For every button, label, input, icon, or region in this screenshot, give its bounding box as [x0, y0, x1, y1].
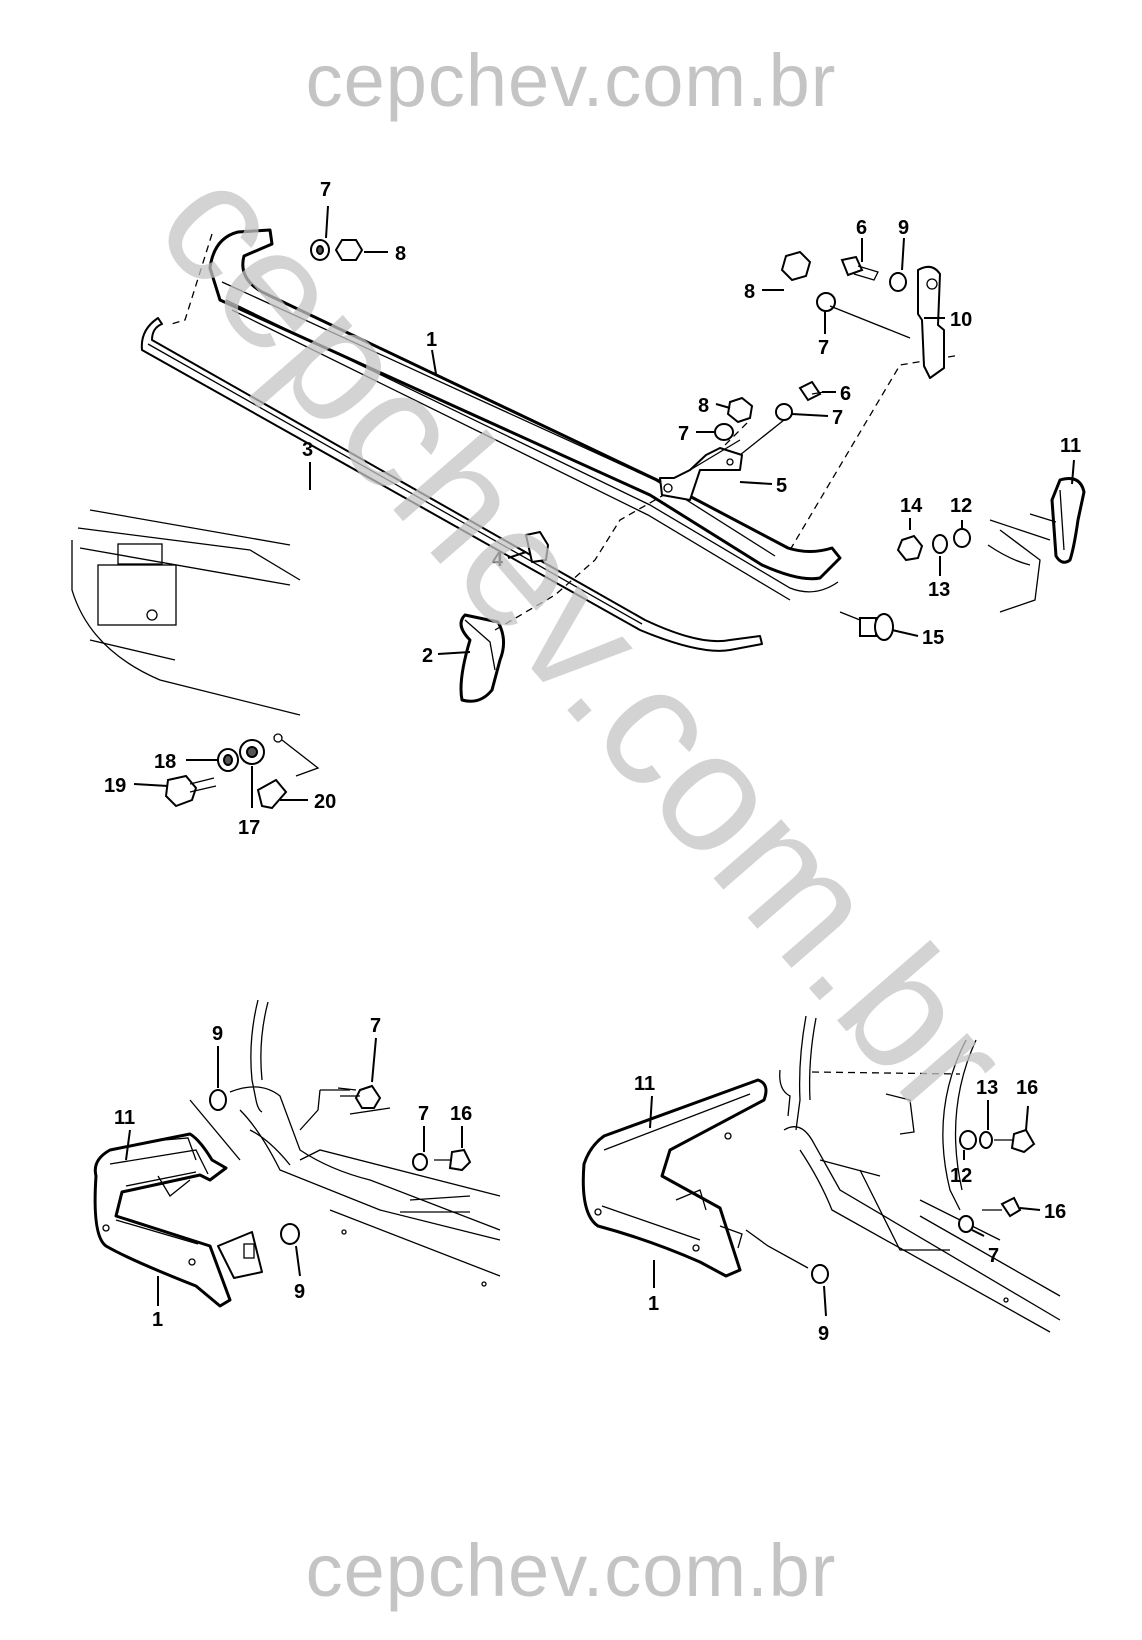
bolt-icon [859, 617, 877, 637]
cap-icon [256, 778, 288, 810]
callout-7: 7 [678, 423, 689, 445]
callout-4: 4 [492, 549, 504, 571]
bumper-guard [459, 419, 751, 703]
end-cap [987, 477, 1086, 613]
car-body-outline [71, 509, 301, 716]
callout-1: 1 [648, 1293, 659, 1315]
callout-7: 7 [320, 179, 331, 201]
washer-icon [932, 534, 948, 554]
callout-8: 8 [395, 243, 406, 265]
callout-17: 17 [238, 817, 260, 839]
top-assembly: 7 8 1 6 9 8 7 10 8 6 7 7 5 11 14 12 13 1… [71, 179, 1086, 839]
callout-5: 5 [776, 475, 787, 497]
bracket-5 [659, 447, 743, 501]
callout-11: 11 [1060, 435, 1081, 457]
callout-11: 11 [114, 1107, 135, 1129]
watermark-bottom: cepchev.com.br [305, 1529, 837, 1612]
washer-icon [958, 1215, 974, 1233]
washer-icon [816, 292, 836, 312]
callout-10: 10 [950, 309, 972, 331]
callout-16: 16 [450, 1103, 472, 1125]
callout-7: 7 [832, 407, 843, 429]
washer-icon [280, 1223, 300, 1245]
callout-18: 18 [154, 751, 176, 773]
callout-8: 8 [698, 395, 709, 417]
detail-right: 11 13 16 12 16 7 1 9 [581, 1015, 1066, 1345]
washer-icon [811, 1264, 829, 1284]
callout-7: 7 [418, 1103, 429, 1125]
bolt-icon [448, 1148, 472, 1172]
bolt-icon [1010, 1128, 1036, 1154]
callout-9: 9 [212, 1023, 223, 1045]
washer-icon [775, 403, 793, 421]
callout-6: 6 [840, 383, 851, 405]
clip [525, 531, 549, 563]
callout-11: 11 [634, 1073, 655, 1095]
hex-nut-icon [726, 396, 754, 424]
callout-6: 6 [856, 217, 867, 239]
callout-13: 13 [928, 579, 950, 601]
washer-icon [412, 1153, 428, 1171]
callout-1: 1 [426, 329, 437, 351]
callout-3: 3 [302, 439, 313, 461]
callout-7: 7 [370, 1015, 381, 1037]
callout-15: 15 [922, 627, 944, 649]
washer-icon [209, 1089, 227, 1111]
bracket-10 [917, 265, 945, 379]
washer-icon [953, 528, 971, 548]
callout-20: 20 [314, 791, 336, 813]
callout-2: 2 [422, 645, 433, 667]
callout-7: 7 [988, 1245, 999, 1267]
washer-icon [889, 272, 907, 292]
callout-16: 16 [1016, 1077, 1038, 1099]
bolt-icon [798, 380, 822, 402]
callout-19: 19 [104, 775, 126, 797]
bolt-icon [164, 774, 198, 808]
callout-12: 12 [950, 1165, 972, 1187]
hardware-top [164, 239, 971, 810]
callout-12: 12 [950, 495, 972, 517]
washer-icon [959, 1130, 977, 1150]
callout-9: 9 [818, 1323, 829, 1345]
callouts-top: 7 8 1 6 9 8 7 10 8 6 7 7 5 11 14 12 13 1… [104, 179, 1081, 839]
callout-16: 16 [1044, 1201, 1066, 1223]
callout-9: 9 [294, 1281, 305, 1303]
washer-icon [979, 1131, 993, 1149]
bolt-icon [840, 255, 864, 277]
callout-1: 1 [152, 1309, 163, 1331]
hex-nut-icon [780, 250, 812, 282]
hex-nut-icon [896, 534, 924, 562]
watermark-top: cepchev.com.br [305, 39, 837, 122]
leader-lines-top [133, 205, 1075, 808]
washer-icon [714, 423, 734, 441]
callout-13: 13 [976, 1077, 998, 1099]
hex-nut-icon [334, 239, 364, 261]
hex-nut-icon [354, 1084, 382, 1109]
callout-14: 14 [900, 495, 923, 517]
bolt-icon [1000, 1196, 1022, 1218]
callout-9: 9 [898, 217, 909, 239]
callout-7: 7 [818, 337, 829, 359]
rubber-strip [140, 317, 763, 652]
detail-left: 9 7 11 7 16 1 9 [93, 999, 501, 1331]
callout-8: 8 [744, 281, 755, 303]
